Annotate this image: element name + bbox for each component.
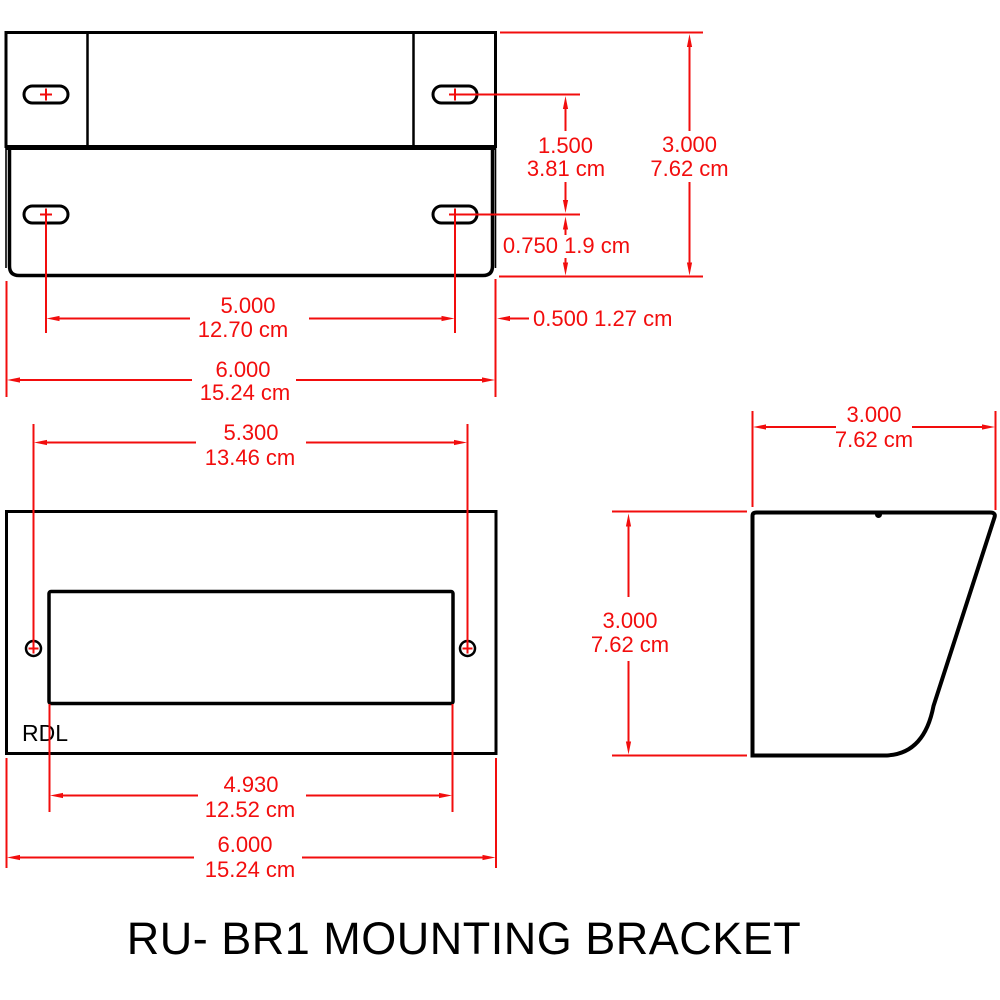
dim-front-width-cm: 15.24 cm xyxy=(205,857,296,882)
dim-row-spacing-in: 1.500 xyxy=(538,133,593,158)
dim-slot-to-edge: 0.750 1.9 cm xyxy=(503,233,630,258)
front-outline xyxy=(5,510,498,755)
dim-side-depth-in: 3.000 xyxy=(846,402,901,427)
drawing-title: RU- BR1 MOUNTING BRACKET xyxy=(127,913,802,964)
dim-top-width-cm: 15.24 cm xyxy=(200,380,291,405)
side-view-dim-lines xyxy=(612,411,997,757)
mounting-slot-top-left xyxy=(22,84,70,105)
dim-depth-in: 3.000 xyxy=(662,132,717,157)
dim-depth-cm: 7.62 cm xyxy=(650,156,728,181)
front-view: RDL 5.300 13.46 cm 4.930 12.52 cm xyxy=(5,420,498,882)
slot-center-marks xyxy=(40,88,461,221)
dim-slot-spacing-in: 5.000 xyxy=(220,293,275,318)
top-view-dim-arrows xyxy=(7,34,693,383)
dim-recess-width-cm: 12.52 cm xyxy=(205,797,296,822)
recess-outline xyxy=(47,589,455,706)
top-view: 1.500 3.81 cm 3.000 7.62 cm 0.750 1.9 cm… xyxy=(4,31,729,405)
front-view-dim-arrows xyxy=(7,439,496,861)
dim-row-spacing-cm: 3.81 cm xyxy=(527,156,605,181)
side-view-dim-arrows xyxy=(625,424,995,755)
dim-side-height-in: 3.000 xyxy=(602,608,657,633)
dim-front-width-in: 6.000 xyxy=(217,832,272,857)
body-outline xyxy=(7,148,495,278)
dim-hole-spacing-cm: 13.46 cm xyxy=(205,445,296,470)
dim-slot-spacing-cm: 12.70 cm xyxy=(198,317,289,342)
top-notch xyxy=(875,511,882,518)
dim-side-depth-cm: 7.62 cm xyxy=(835,427,913,452)
front-view-dim-lines xyxy=(5,424,497,868)
side-view: 3.000 7.62 cm 3.000 7.62 cm xyxy=(591,402,997,758)
top-view-dim-lines xyxy=(5,31,703,397)
side-profile-outline xyxy=(750,510,997,758)
brand-label: RDL xyxy=(22,720,68,746)
dim-side-height-cm: 7.62 cm xyxy=(591,632,669,657)
dim-hole-spacing-in: 5.300 xyxy=(223,420,278,445)
dim-top-width-in: 6.000 xyxy=(215,357,270,382)
top-flange-outline xyxy=(4,31,497,148)
dim-recess-width-in: 4.930 xyxy=(223,772,278,797)
hole-center-marks xyxy=(28,643,473,654)
dim-edge-offset: 0.500 1.27 cm xyxy=(533,306,672,331)
